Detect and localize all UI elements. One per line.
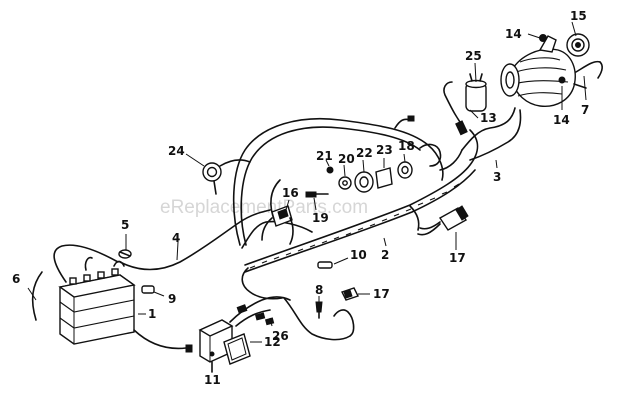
callout-17-lower: 17 (373, 287, 390, 301)
sender-17-lower (341, 287, 359, 301)
callout-3: 3 (493, 170, 501, 184)
callout-4: 4 (172, 231, 180, 245)
callout-21: 21 (316, 149, 333, 163)
lower-wire (283, 297, 351, 341)
washer-14-right (558, 76, 566, 84)
callout-17-upper: 17 (449, 251, 466, 265)
leader-lines (27, 21, 587, 372)
starter-cable (439, 81, 522, 171)
callout-14-right: 14 (553, 113, 570, 127)
callout-24: 24 (168, 144, 185, 158)
callout-22: 22 (356, 146, 373, 160)
callout-13: 13 (480, 111, 497, 125)
callout-10: 10 (350, 248, 367, 262)
callout-6: 6 (12, 272, 20, 286)
grommet-22 (354, 171, 374, 193)
battery-cable-6 (53, 244, 119, 283)
nut-21 (326, 166, 334, 174)
callout-18: 18 (398, 139, 415, 153)
clip-5 (118, 249, 132, 259)
cable-4 (119, 209, 271, 271)
washer-14-top (539, 34, 547, 42)
callout-1: 1 (148, 307, 156, 321)
connectors-26 (229, 296, 291, 327)
callout-14-top: 14 (505, 27, 522, 41)
battery-ground-6 (31, 271, 43, 321)
callout-2: 2 (381, 248, 389, 262)
light-24 (202, 159, 251, 195)
main-harness (241, 129, 479, 300)
lug-19 (305, 191, 329, 198)
callout-19: 19 (312, 211, 329, 225)
callout-23: 23 (376, 143, 393, 157)
callout-15: 15 (570, 9, 587, 23)
terminal-8 (315, 301, 323, 319)
battery-lower-cable (133, 329, 187, 350)
plate-12 (223, 333, 251, 365)
callout-11: 11 (204, 373, 221, 387)
callout-labels: 1 2 3 4 5 6 7 8 9 10 11 12 13 14 14 15 1… (12, 9, 589, 387)
callout-8: 8 (315, 283, 323, 297)
watermark: eReplacementParts.com (160, 197, 368, 218)
switch-17 (409, 205, 469, 236)
pulley-15 (566, 33, 590, 57)
connector-16 (261, 205, 294, 245)
bracket-23 (375, 167, 393, 189)
callout-9: 9 (168, 292, 176, 306)
callout-7: 7 (581, 103, 589, 117)
washer-20 (338, 176, 352, 190)
callout-26: 26 (272, 329, 289, 343)
callout-25: 25 (465, 49, 482, 63)
connector-10 (317, 261, 333, 269)
battery (58, 256, 136, 345)
upper-loop-harness (232, 115, 444, 249)
starter-motor (500, 35, 603, 107)
grommet-18 (397, 161, 413, 179)
callout-16: 16 (282, 186, 299, 200)
fuse-9 (141, 285, 155, 294)
callout-20: 20 (338, 152, 355, 166)
callout-5: 5 (121, 218, 129, 232)
callout-12: 12 (264, 335, 281, 349)
